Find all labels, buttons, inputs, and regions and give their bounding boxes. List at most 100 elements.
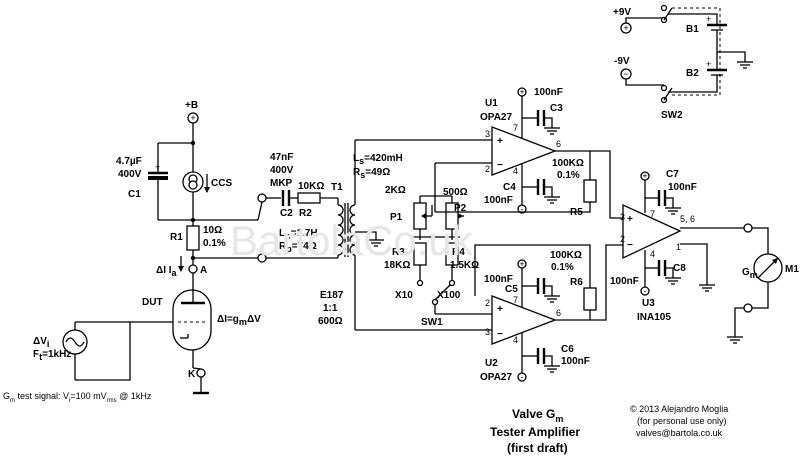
r6-symbol	[583, 287, 597, 311]
switch-x100-label: X100	[437, 290, 461, 301]
pos-rail-label: +9V	[613, 7, 631, 18]
c7-label: C7	[666, 169, 679, 180]
c6-label: C6	[561, 344, 574, 355]
credits-line1: © 2013 Alejandro Moglia	[630, 404, 728, 414]
svg-text:−: −	[497, 329, 503, 340]
test-signal-note: Gm test signal: Vi=100 mVrms @ 1kHz	[3, 391, 152, 404]
u2-label: U2	[485, 358, 498, 369]
svg-text:1: 1	[676, 242, 681, 252]
c7-value: 100nF	[668, 182, 697, 193]
svg-text:6: 6	[556, 139, 561, 149]
transformer-impedance: 600Ω	[318, 316, 343, 327]
c1-value-2: 400V	[118, 169, 142, 180]
r5-label: R5	[570, 207, 583, 218]
transformer-ratio: 1:1	[323, 303, 338, 314]
opamp-u2: + − 2 3 7 4 6 U2 OPA27 + 100nF C5 - C6 1…	[480, 259, 590, 383]
r5-value-2: 0.1%	[557, 170, 580, 181]
ccs-label: CCS	[211, 178, 232, 189]
u1-part: OPA27	[480, 112, 512, 123]
switch-sw2-label: SW2	[661, 110, 683, 121]
svg-text:+: +	[519, 87, 524, 97]
r4-value: 1.5KΩ	[450, 260, 479, 271]
svg-text:+: +	[155, 162, 160, 172]
u1-label: U1	[485, 98, 498, 109]
r1-symbol	[186, 225, 200, 251]
svg-text:2: 2	[485, 164, 490, 174]
battery-b1-label: B1	[686, 24, 699, 35]
lp-label: Lp=1.7H	[279, 228, 318, 241]
c5-value: 100nF	[484, 274, 513, 285]
title-line3: (first draft)	[507, 441, 568, 455]
c4-label: C4	[503, 182, 516, 193]
svg-text:6: 6	[556, 308, 561, 318]
r1-value-2: 0.1%	[203, 238, 226, 249]
svg-text:4: 4	[650, 249, 655, 259]
node-a-label: A	[200, 265, 207, 276]
coupling-network: 47nF 400V MKP 10KΩ C2 R2 Lp=1.7H Rp=74Ω …	[257, 140, 403, 330]
p1-label: P1	[390, 212, 403, 223]
delta-v-label: ΔVi	[33, 336, 49, 349]
u3-symbol	[622, 203, 682, 260]
input-stage: +B + + 4.7µF 400V C1 CCS R1 10Ω 0.1%	[33, 100, 261, 395]
node-k	[196, 368, 206, 378]
r6-value-1: 100KΩ	[550, 250, 582, 261]
c8-value: 100nF	[610, 276, 639, 287]
svg-text:+: +	[627, 214, 633, 225]
c2-value-1: 47nF	[270, 152, 293, 163]
c2-label: C2	[280, 208, 293, 219]
delta-i-label: ΔI Ia	[156, 265, 178, 278]
svg-text:+: +	[706, 59, 711, 69]
c4-value: 100nF	[484, 195, 513, 206]
svg-text:+: +	[190, 113, 195, 123]
svg-text:4: 4	[513, 335, 518, 345]
c2-value-2: 400V	[270, 165, 294, 176]
switch-x10-label: X10	[395, 290, 413, 301]
c5-label: C5	[505, 284, 518, 295]
svg-text:+: +	[623, 23, 628, 33]
gm-equation: ΔI=gmΔV	[217, 314, 261, 327]
dut-valve-symbol	[172, 289, 212, 351]
svg-text:-: -	[521, 204, 524, 214]
rp-label: Rp=74Ω	[279, 241, 317, 254]
svg-text:3: 3	[620, 212, 625, 222]
credits-line3: valves@bartola.co.uk	[636, 428, 723, 438]
svg-text:+: +	[706, 14, 711, 24]
p2-value: 500Ω	[443, 187, 468, 198]
b-plus-label: +B	[185, 100, 198, 111]
r4-label: R4	[452, 247, 465, 258]
output-network: 100KΩ 0.1% R5 100KΩ 0.1% R6 + − 3 2 7 4 …	[434, 150, 744, 323]
dut-label: DUT	[142, 297, 163, 308]
svg-text:-: -	[644, 286, 647, 296]
p1-value: 2KΩ	[385, 185, 406, 196]
neg-rail-label: -9V	[614, 56, 630, 67]
title-line1: Valve Gm	[512, 407, 563, 424]
svg-text:4: 4	[513, 166, 518, 176]
r1-value-1: 10Ω	[203, 225, 222, 236]
rs-label: Rs=49Ω	[353, 167, 390, 180]
watermark: BartolaCo.uk	[230, 217, 474, 264]
r5-symbol	[583, 179, 597, 203]
svg-text:7: 7	[513, 123, 518, 133]
c3-value: 100nF	[534, 87, 563, 98]
r5-value-1: 100KΩ	[552, 158, 584, 169]
title-line2: Tester Amplifier	[490, 425, 580, 439]
node-a	[188, 264, 198, 274]
ls-label: Ls=420mH	[353, 153, 403, 166]
svg-text:-: -	[521, 372, 524, 382]
svg-text:5, 6: 5, 6	[680, 214, 695, 224]
svg-text:+: +	[642, 171, 647, 181]
svg-text:−: −	[623, 69, 628, 79]
svg-text:−: −	[497, 160, 503, 171]
t1-label: T1	[331, 182, 343, 193]
title-block: Valve Gm Tester Amplifier (first draft) …	[490, 404, 728, 455]
r2-symbol	[297, 192, 321, 204]
svg-text:3: 3	[485, 129, 490, 139]
r1-label: R1	[170, 232, 183, 243]
r6-value-2: 0.1%	[551, 262, 574, 273]
switch-sw1-label: SW1	[421, 317, 443, 328]
ft-label: Ft=1kHz	[33, 349, 71, 362]
svg-text:3: 3	[485, 327, 490, 337]
svg-text:2: 2	[485, 298, 490, 308]
c3-label: C3	[550, 103, 563, 114]
r3-value: 18KΩ	[384, 260, 410, 271]
